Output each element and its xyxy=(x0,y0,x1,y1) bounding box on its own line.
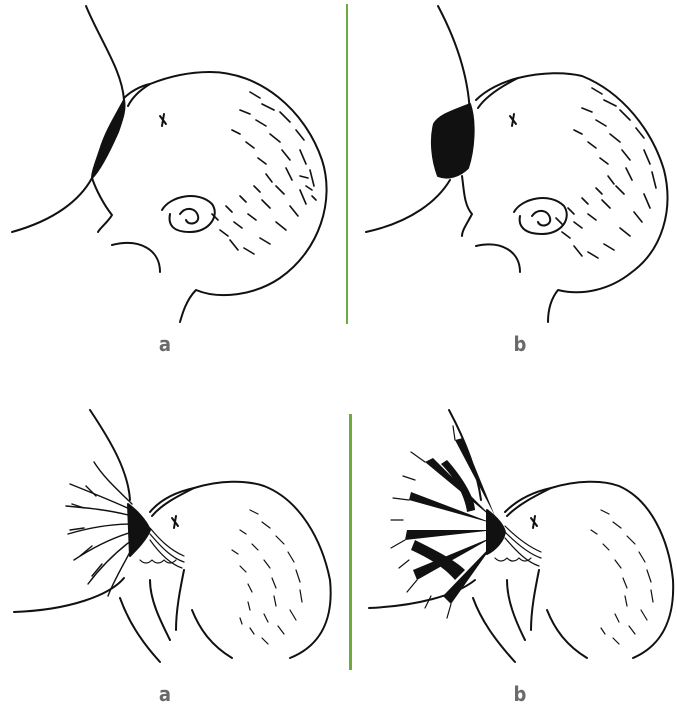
infant-chin xyxy=(462,176,472,236)
infant-chin xyxy=(507,570,539,640)
infant-head-outline xyxy=(150,482,331,658)
breast-upper-contour xyxy=(86,6,124,100)
milk-duct-network xyxy=(66,462,132,596)
infant-eye xyxy=(160,114,166,126)
breast-upper-contour xyxy=(90,410,130,500)
areola-mark xyxy=(128,504,150,556)
infant-chin xyxy=(92,178,112,232)
infant-head-outline xyxy=(505,482,673,658)
breast-lower-contour xyxy=(14,578,124,612)
areola-mark xyxy=(92,100,125,178)
areola-mark xyxy=(432,104,474,178)
top-left-label: a xyxy=(145,332,185,356)
infant-cheek xyxy=(112,243,160,272)
milk-duct-network xyxy=(405,438,495,604)
infant-nose xyxy=(152,488,194,516)
bottom-right-milk-ducts-drawing xyxy=(355,400,677,670)
infant-eye xyxy=(531,516,537,528)
breast-lower-contour xyxy=(366,180,450,232)
infant-ear xyxy=(514,198,567,234)
infant-head-outline xyxy=(124,72,327,322)
infant-head-outline xyxy=(476,73,667,322)
top-left-infant-latch-drawing xyxy=(0,0,340,325)
bottom-left-label: a xyxy=(145,682,185,706)
bottom-divider-line xyxy=(349,414,352,670)
infant-cheek xyxy=(476,244,520,272)
breast-lower-contour xyxy=(12,178,92,232)
infant-nose xyxy=(507,488,551,516)
infant-eye xyxy=(172,516,178,528)
top-right-label: b xyxy=(500,332,540,356)
infant-chin xyxy=(150,570,184,640)
breast-upper-contour xyxy=(438,6,470,120)
infant-eye xyxy=(510,114,516,126)
infant-ear xyxy=(162,196,215,232)
bottom-right-label: b xyxy=(500,682,540,706)
top-divider-line xyxy=(346,4,348,324)
top-right-infant-latch-drawing xyxy=(352,0,677,325)
bottom-left-milk-ducts-drawing xyxy=(0,400,345,670)
